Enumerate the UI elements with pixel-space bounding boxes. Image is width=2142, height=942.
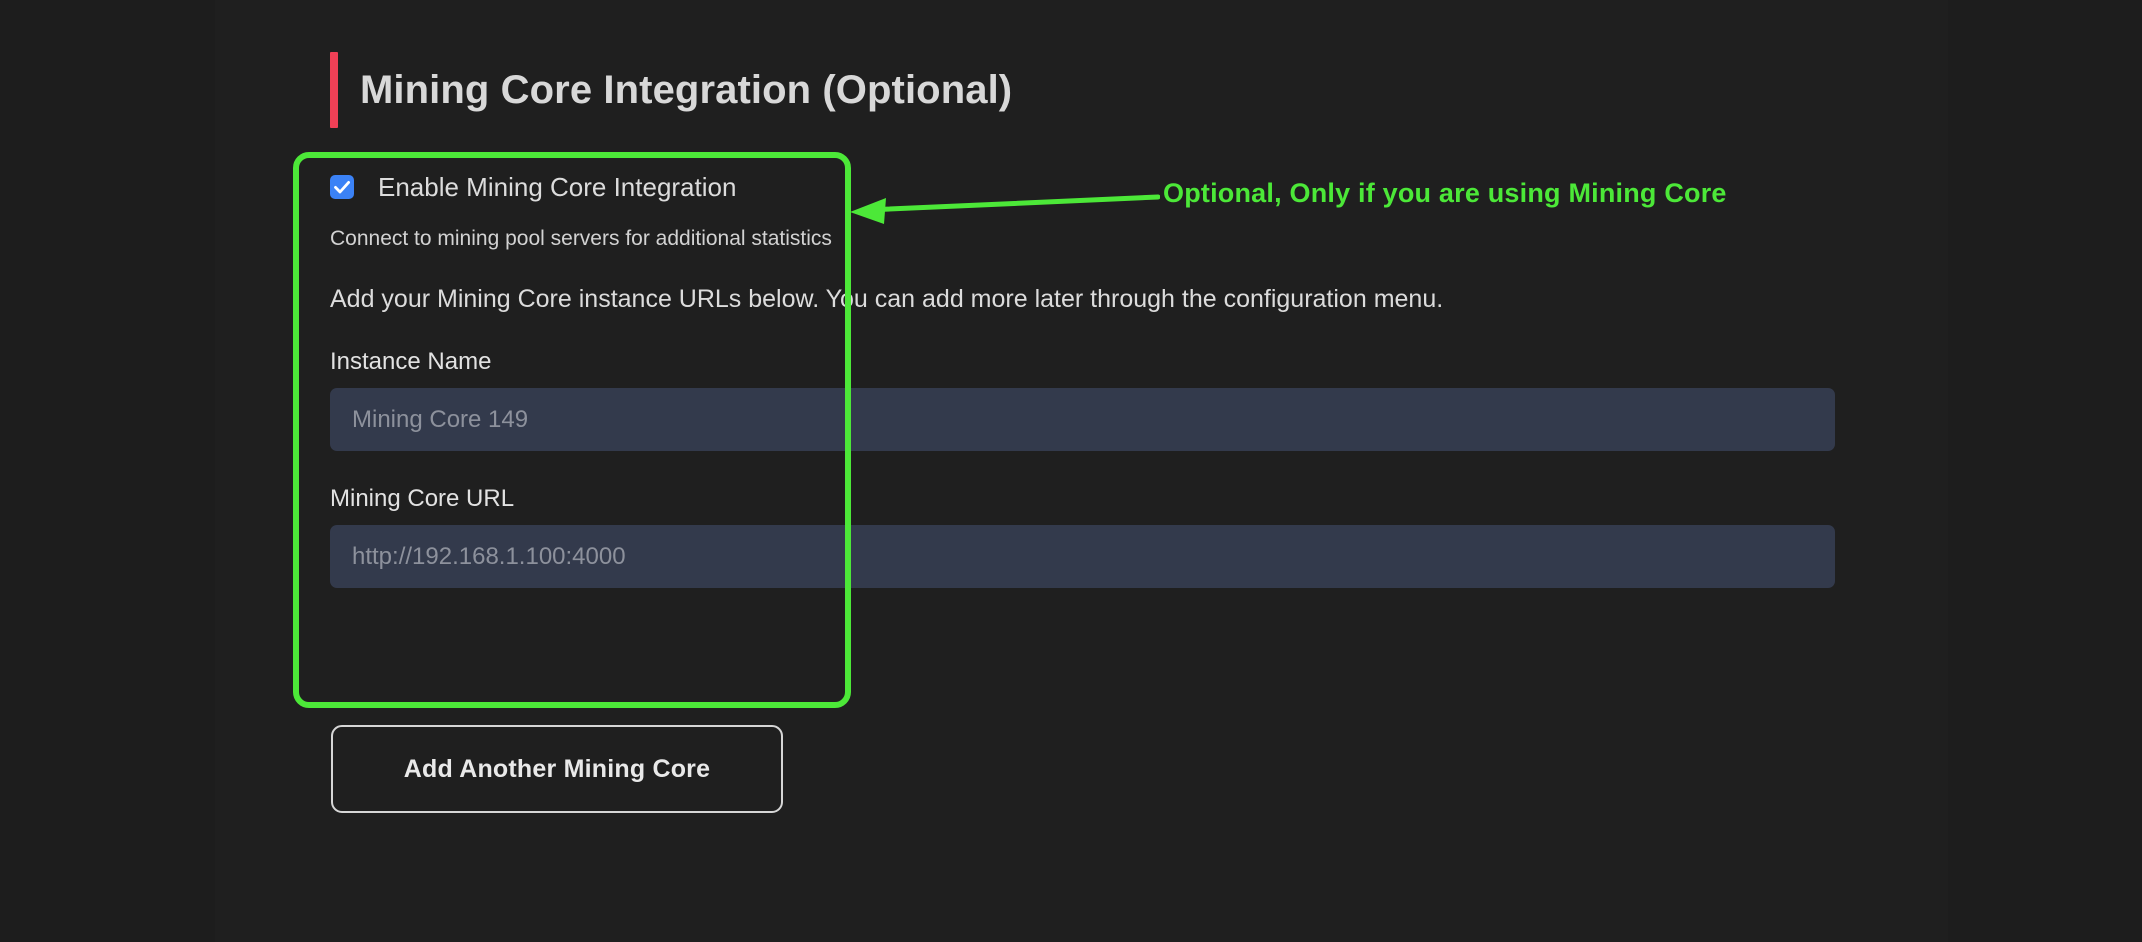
mining-core-url-label: Mining Core URL (330, 485, 515, 512)
instructions-text: Add your Mining Core instance URLs below… (330, 285, 1444, 313)
mining-core-url-input[interactable] (330, 525, 1835, 588)
page-title: Mining Core Integration (Optional) (360, 67, 1013, 112)
mining-core-url-field-group: Mining Core URL (330, 485, 1840, 588)
right-rail (1948, 0, 2142, 942)
enable-mining-core-help: Connect to mining pool servers for addit… (330, 227, 832, 250)
mining-core-form: Enable Mining Core Integration Connect t… (330, 170, 1840, 588)
instance-name-field-group: Instance Name (330, 348, 1840, 451)
enable-mining-core-row[interactable]: Enable Mining Core Integration (330, 170, 1840, 204)
section-heading: Mining Core Integration (Optional) (330, 48, 1012, 132)
enable-mining-core-label: Enable Mining Core Integration (378, 171, 737, 202)
checkbox-checked-icon[interactable] (330, 175, 354, 199)
accent-bar (330, 52, 338, 128)
instance-name-label: Instance Name (330, 348, 492, 375)
left-rail (0, 0, 215, 942)
add-another-mining-core-button[interactable]: Add Another Mining Core (331, 725, 783, 813)
instance-name-input[interactable] (330, 388, 1835, 451)
